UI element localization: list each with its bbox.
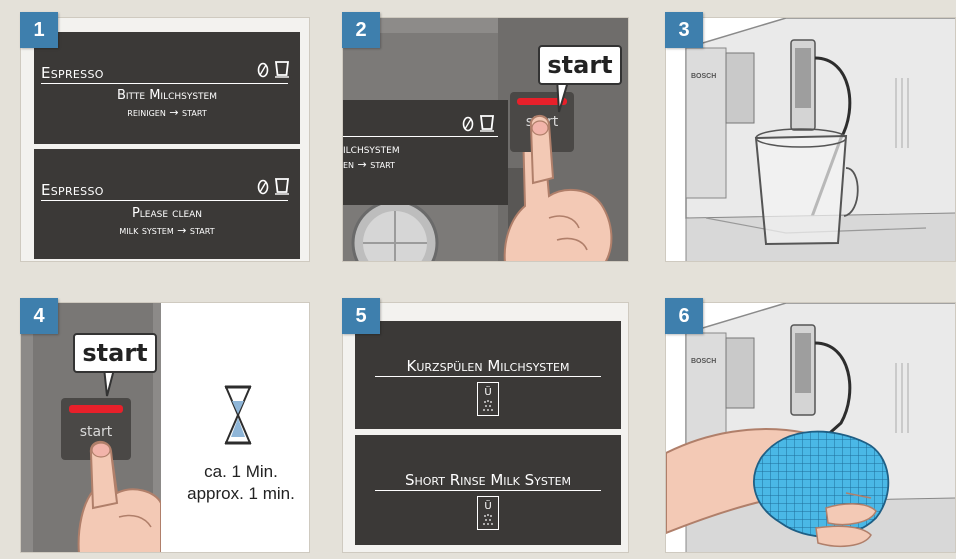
display-divider [375,376,601,377]
step-badge: 1 [20,12,58,48]
hourglass-icon [223,385,253,445]
duration-german: ca. 1 Min. [171,461,310,482]
display-title: Kurzspülen Milchsystem [355,357,621,375]
brand-label: BOSCH [691,358,716,365]
display-divider [375,490,601,491]
step-badge: 2 [342,12,380,48]
step-5-panel: Kurzspülen Milchsystem Ü Short Rinse Mil… [342,302,629,553]
step-3-panel: BOSCH [665,17,956,262]
step-badge: 4 [20,298,58,334]
display-message-line1: Please clean [34,206,300,221]
step-badge: 5 [342,298,380,334]
cup-icon [274,177,290,195]
display-english: Short Rinse Milk System Ü [355,435,621,545]
svg-text:Ü: Ü [484,385,491,398]
display-title: Espresso [41,64,104,82]
step-4-panel: start ca. 1 Min. approx. 1 min. [20,302,310,553]
display-german: Espresso Bitte Milchsystem reinigen → st… [34,32,300,144]
display-title: Espresso [41,181,104,199]
display-divider [41,83,288,84]
machine-milk-cup-illustration: BOSCH [666,18,956,262]
brand-label: BOSCH [691,73,716,80]
start-callout: start [538,45,622,85]
display-german: Kurzspülen Milchsystem Ü [355,321,621,429]
step-1-panel: Espresso Bitte Milchsystem reinigen → st… [20,17,310,262]
rinse-icon: Ü [477,496,499,530]
display-message-line2: reinigen → start [34,106,300,119]
display-divider [41,200,288,201]
machine-wipe-illustration: BOSCH [666,303,956,553]
duration-english: approx. 1 min. [171,483,310,504]
cup-icon [274,60,290,78]
step-badge: 6 [665,298,703,334]
display-message-line2: milk system → start [34,224,300,237]
rinse-icon: Ü [477,382,499,416]
coffee-bean-icon [256,179,270,195]
step-6-panel: BOSCH [665,302,956,553]
display-english: Espresso Please clean milk system → star… [34,149,300,259]
coffee-bean-icon [256,62,270,78]
display-title: Short Rinse Milk System [355,471,621,489]
svg-text:Ü: Ü [484,499,491,512]
display-message-line1: Bitte Milchsystem [34,88,300,103]
start-callout: start [73,333,157,373]
step-badge: 3 [665,12,703,48]
